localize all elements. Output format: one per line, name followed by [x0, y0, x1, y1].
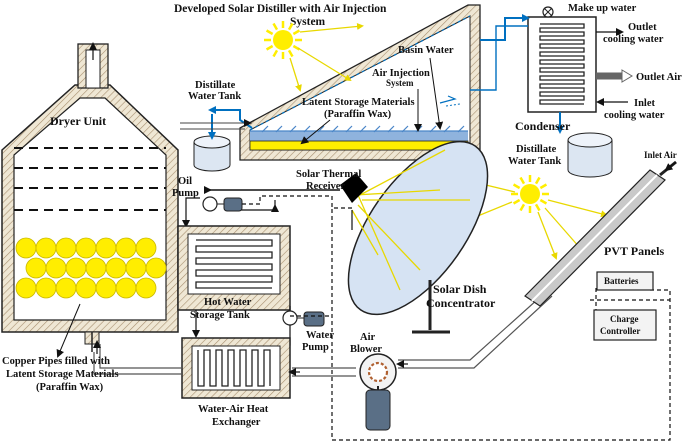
distillate-tank-right [567, 132, 613, 178]
dish-label-1: Solar Dish [433, 282, 487, 296]
injector-nozzle [387, 125, 395, 133]
water-pump-label-1: Water [306, 330, 334, 341]
paraffin-ball [75, 237, 97, 259]
copper-pipes-label-2: Latent Storage Materials [6, 369, 119, 380]
paraffin-ball [135, 237, 157, 259]
oil-pump [202, 196, 243, 212]
make-up-water-label: Make up water [568, 3, 637, 14]
distillate-tank-left-label-1: Distillate [195, 80, 236, 91]
paraffin-ball [35, 277, 57, 299]
air-injection-label-1: Air Injection [372, 68, 430, 79]
latent-storage-label-1: Latent Storage Materials [302, 97, 415, 108]
injector-nozzle [289, 125, 297, 133]
charge-controller-label-2: Controller [600, 326, 640, 336]
paraffin-ball [105, 257, 127, 279]
distillate-tank-right-label-2: Water Tank [508, 156, 561, 167]
outlet-air-label: Outlet Air [636, 72, 682, 83]
inlet-cooling-label-2: cooling water [604, 110, 665, 121]
paraffin-ball [55, 277, 77, 299]
injector-nozzle [331, 125, 339, 133]
latent-storage-label-2: (Paraffin Wax) [324, 109, 392, 120]
sun-icon [511, 175, 549, 213]
distiller-title-line2: System [290, 16, 326, 28]
copper-pipes-label-1: Copper Pipes filled with [2, 356, 110, 367]
oil-pump-label-2: Pump [172, 188, 199, 199]
inlet-cooling-label-1: Inlet [634, 98, 656, 109]
injector-nozzle [275, 125, 283, 133]
sun-icon [264, 21, 302, 59]
hot-water-tank-label-1: Hot Water [204, 297, 252, 308]
injector-nozzle [317, 125, 325, 133]
outlet-cooling-label-1: Outlet [628, 22, 657, 33]
dryer-unit: Dryer Unit [1, 42, 179, 352]
condenser [439, 6, 633, 134]
paraffin-ball [15, 237, 37, 259]
water-pump-label-2: Pump [302, 342, 329, 353]
injector-nozzle [373, 125, 381, 133]
batteries-label: Batteries [604, 276, 639, 286]
air-injection-label-2: System [386, 78, 414, 88]
hot-water-tank [177, 225, 291, 311]
copper-pipes-label-3: (Paraffin Wax) [36, 382, 104, 393]
water-air-heat-exchanger [181, 337, 291, 399]
injector-nozzle [457, 125, 465, 133]
injector-nozzle [443, 125, 451, 133]
injector-nozzle [359, 125, 367, 133]
pvt-panels-label: PVT Panels [604, 244, 664, 258]
distillate-tank-left [193, 114, 231, 172]
charge-controller-label-1: Charge [610, 314, 639, 324]
hot-water-tank-label-2: Storage Tank [190, 310, 250, 321]
exchanger-label-2: Exchanger [212, 417, 261, 428]
oil-pump-label-1: Oil [178, 176, 192, 187]
receiver-label-2: Receiver [306, 181, 345, 192]
injector-nozzle [429, 125, 437, 133]
air-blower-label-2: Blower [350, 344, 382, 355]
solar-dish [340, 140, 489, 334]
receiver-label-1: Solar Thermal [296, 169, 361, 180]
injector-nozzle [303, 125, 311, 133]
distiller-title-line1: Developed Solar Distiller with Air Injec… [174, 3, 387, 15]
batteries-box [596, 271, 654, 291]
paraffin-ball [85, 257, 107, 279]
sun-rays [289, 22, 608, 260]
paraffin-ball [125, 257, 147, 279]
water-pump [282, 310, 325, 327]
air-blower [359, 353, 397, 431]
charge-controller-box [593, 309, 657, 341]
paraffin-ball [55, 237, 77, 259]
paraffin-ball [75, 277, 97, 299]
distillate-tank-left-label-2: Water Tank [188, 91, 241, 102]
paraffin-ball [95, 277, 117, 299]
dryer-label: Dryer Unit [50, 114, 106, 128]
condenser-label: Condenser [515, 119, 571, 133]
pvt-panel [524, 160, 677, 307]
receiver-icon [340, 173, 368, 203]
paraffin-balls [15, 237, 167, 299]
dish-label-2: Concentrator [426, 296, 496, 310]
injector-nozzle [261, 125, 269, 133]
injector-nozzle [345, 125, 353, 133]
paraffin-ball [145, 257, 167, 279]
air-blower-label-1: Air [360, 332, 376, 343]
injector-nozzle [401, 125, 409, 133]
exchanger-label-1: Water-Air Heat [198, 404, 269, 415]
solar-distiller [208, 4, 481, 161]
paraffin-ball [65, 257, 87, 279]
paraffin-ball [35, 237, 57, 259]
inlet-air-label: Inlet Air [644, 150, 677, 160]
paraffin-ball [25, 257, 47, 279]
electric-wiring [242, 195, 671, 441]
basin-water-label: Basin Water [398, 45, 454, 56]
outlet-cooling-label-2: cooling water [603, 34, 664, 45]
air-injection-nozzles [261, 125, 465, 133]
paraffin-ball [15, 277, 37, 299]
paraffin-ball [45, 257, 67, 279]
paraffin-ball [135, 277, 157, 299]
paraffin-ball [115, 277, 137, 299]
paraffin-ball [95, 237, 117, 259]
paraffin-ball [115, 237, 137, 259]
distillate-tank-right-label-1: Distillate [516, 144, 557, 155]
